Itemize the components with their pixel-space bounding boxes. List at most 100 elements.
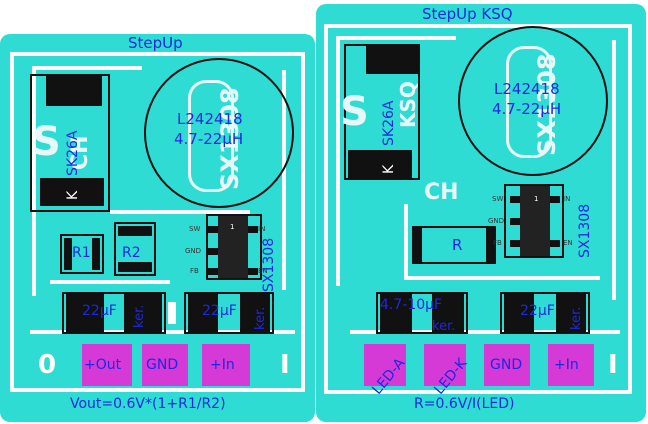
trace	[612, 40, 616, 300]
right-cap2-pad	[504, 294, 534, 332]
left-cap1-outline	[62, 292, 166, 334]
right-cap2-type: ker.	[569, 306, 584, 330]
right-ic-pin	[550, 240, 560, 247]
right-cap1-pad	[432, 294, 464, 332]
right-ic-pin-label: EN	[563, 239, 573, 247]
right-diode-outline	[344, 44, 420, 180]
right-diode-part: SK26A	[381, 100, 397, 146]
left-board-title: StepUp	[128, 34, 183, 52]
trace	[32, 66, 36, 296]
right-ic-pin1-label: 1	[534, 195, 539, 203]
right-corner-mark-i: I	[608, 350, 618, 380]
right-connector-led-k[interactable]	[424, 344, 466, 386]
left-connector-gnd[interactable]	[142, 344, 188, 386]
left-formula: Vout=0.6V*(1+R1/R2)	[70, 396, 226, 412]
left-resistor-r2-label: R2	[122, 245, 141, 261]
right-diode-letter: K	[381, 164, 397, 174]
left-cap1-value: 22µF	[82, 303, 117, 319]
right-ic-pin-label: IN	[563, 195, 571, 203]
right-inductor-outline	[458, 26, 608, 176]
right-resistor-label: R	[452, 236, 463, 254]
trace	[10, 52, 14, 392]
left-connector-in[interactable]	[202, 344, 250, 386]
right-resistor-pad	[414, 228, 422, 262]
left-ic-pin-label: GND	[185, 247, 202, 255]
left-connector-gnd-label: GND	[146, 357, 179, 373]
left-resistor-r1-pad	[92, 238, 100, 270]
left-ic-pin-label: SW	[189, 225, 201, 233]
right-inductor-value: 4.7-22µH	[492, 100, 562, 118]
left-inductor-part: L242418	[177, 110, 243, 128]
left-ic-pin	[208, 248, 218, 255]
left-diode-letter: K	[65, 190, 81, 200]
left-ic-pin-label: FB	[190, 267, 199, 275]
left-ic-part: SX1308	[261, 237, 277, 292]
trace	[336, 36, 456, 40]
left-diode-pad-bottom	[40, 178, 104, 206]
left-diode-pad-top	[46, 76, 102, 106]
right-formula: R=0.6V/I(LED)	[414, 396, 515, 412]
trace	[10, 52, 305, 56]
right-connector-gnd[interactable]	[484, 344, 530, 386]
right-ic-pin	[510, 218, 520, 225]
left-connector-in-label: +In	[210, 357, 235, 373]
left-diode-part: SK26A	[65, 130, 81, 176]
left-resistor-r2-outline	[114, 222, 156, 276]
right-diode-ghost-s: S	[340, 89, 369, 135]
left-diode-ghost-s: S	[32, 119, 61, 165]
left-resistor-r1-pad	[64, 238, 72, 270]
right-cap2-pad	[556, 294, 586, 332]
left-ic-body	[218, 216, 248, 278]
right-ic-pin-label: GND	[488, 217, 505, 225]
left-resistor-r1-label: R1	[72, 245, 91, 261]
trace	[324, 24, 328, 394]
right-connector-led-a[interactable]	[364, 344, 406, 386]
trace	[404, 204, 408, 280]
trace	[32, 66, 142, 70]
right-ic-pin	[510, 196, 520, 203]
right-connector-in-label: +In	[554, 357, 579, 373]
left-cap2-value: 22µF	[202, 303, 237, 319]
right-ghost-ch: CH	[424, 180, 459, 205]
right-connector-in[interactable]	[548, 344, 594, 386]
right-ic-pin-label: FB	[493, 239, 502, 247]
left-inductor-value: 4.7-22µH	[174, 130, 244, 148]
right-inductor-part: L242418	[494, 80, 560, 98]
left-cap1-pad	[124, 294, 162, 332]
left-cap2-pad	[240, 294, 270, 332]
left-inductor-outline	[144, 58, 294, 208]
trace	[324, 24, 632, 28]
right-cap2-outline	[500, 292, 590, 334]
right-diode-pad-bottom	[348, 150, 412, 178]
right-ic-body	[520, 186, 550, 256]
left-cap1-type: ker.	[132, 304, 147, 328]
trace	[10, 388, 305, 392]
left-ic-outline	[206, 214, 262, 280]
left-connector-out-label: +Out	[84, 357, 122, 373]
trace	[50, 280, 170, 284]
right-cap1-pad	[380, 294, 412, 332]
left-cap2-pad	[188, 294, 218, 332]
right-ic-pin-label: SW	[492, 195, 504, 203]
right-resistor-pad	[486, 228, 494, 262]
left-inductor-ghost-box	[188, 80, 234, 192]
left-connector-out[interactable]	[82, 344, 132, 386]
left-ic-pin	[208, 226, 218, 233]
left-corner-mark-0: 0	[38, 350, 57, 380]
left-resistor-r2-pad	[118, 262, 152, 272]
right-ic-part: SX1308	[577, 203, 593, 258]
right-connector-gnd-label: GND	[490, 357, 523, 373]
left-resistor-r1-outline	[60, 234, 104, 274]
left-cap2-outline	[184, 292, 274, 334]
right-cap1-type: ker.	[432, 319, 456, 334]
left-diode-outline	[30, 74, 110, 212]
right-resistor-outline	[412, 226, 496, 264]
left-ic-pin-label: EN	[258, 267, 268, 275]
trace	[301, 52, 305, 392]
left-ic-pin	[248, 226, 258, 233]
trace	[110, 210, 250, 214]
trace	[404, 276, 600, 280]
trace	[350, 330, 620, 334]
right-board-title: StepUp KSQ	[422, 5, 513, 23]
right-cap2-value: 22µF	[520, 303, 555, 319]
